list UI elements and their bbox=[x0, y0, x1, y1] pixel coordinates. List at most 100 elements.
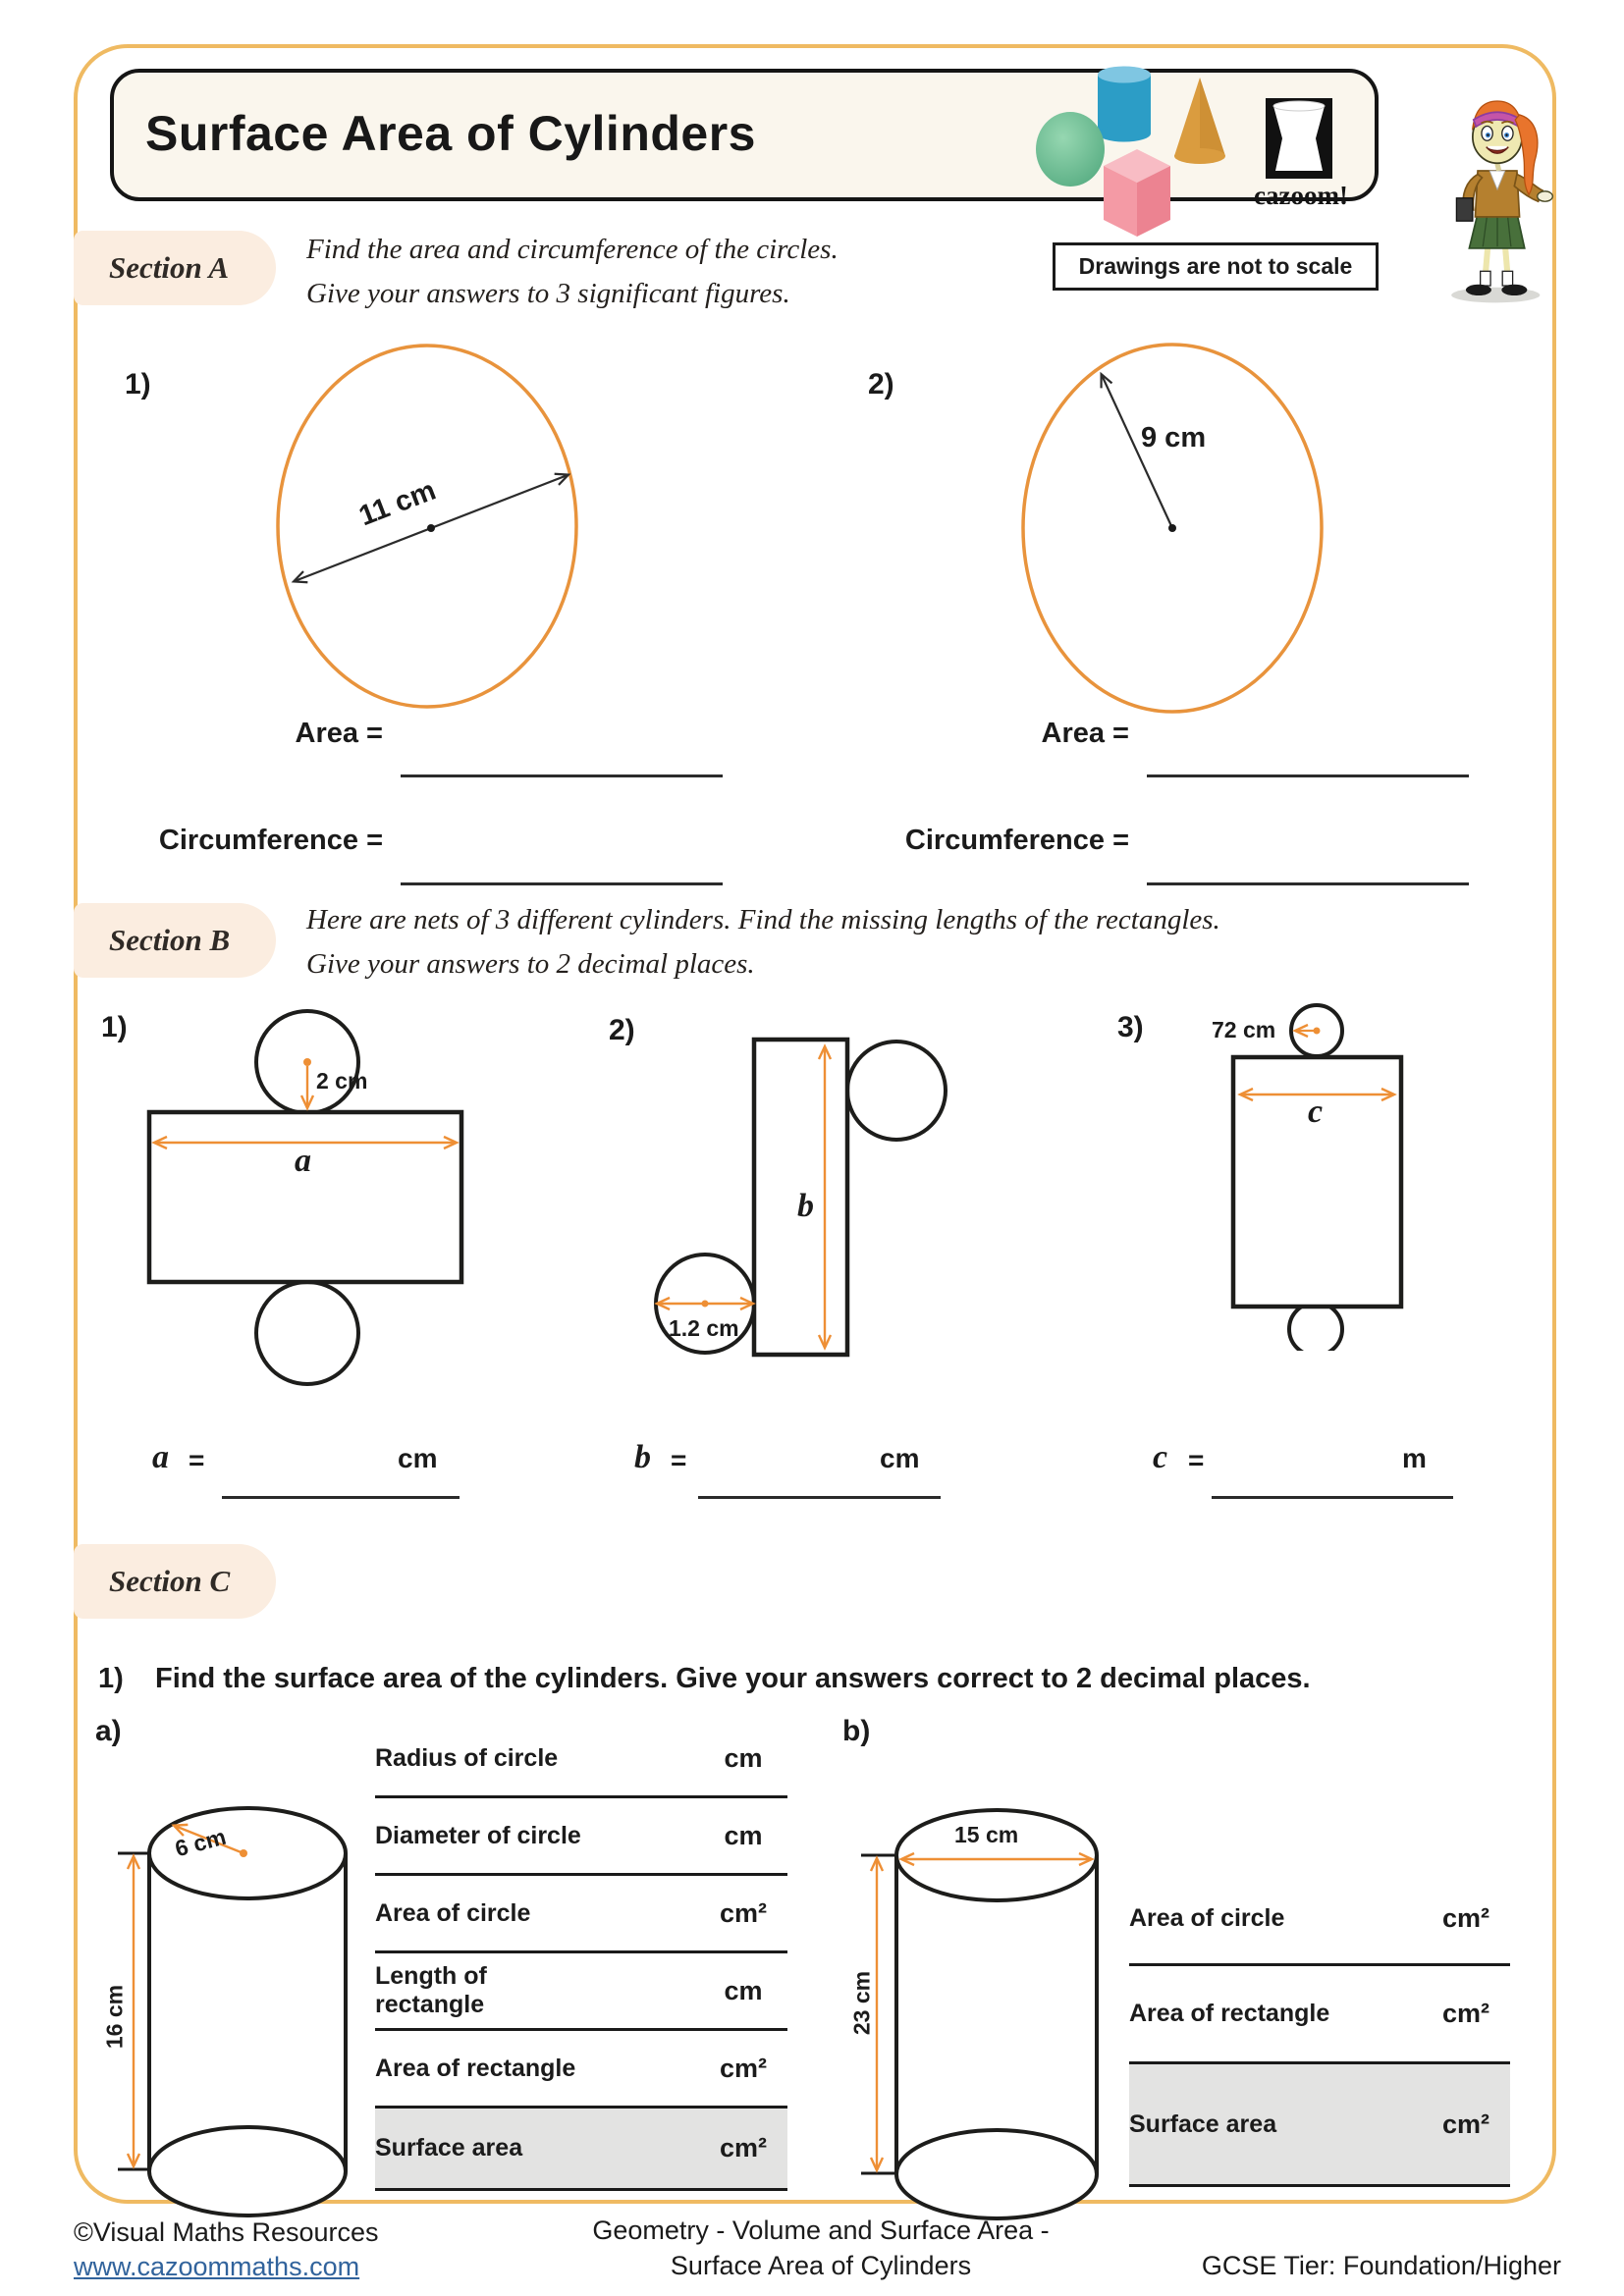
row-label: Area of rectangle bbox=[1129, 2000, 1330, 2027]
answer-a-blank bbox=[222, 1496, 460, 1499]
cylinder-a-height-label: 16 cm bbox=[101, 1984, 128, 2050]
answer-c-unit: m bbox=[1402, 1443, 1427, 1473]
net3-bottom-circle bbox=[1287, 1301, 1344, 1351]
page-title: Surface Area of Cylinders bbox=[145, 106, 756, 161]
net2-diameter-arrow bbox=[654, 1296, 756, 1311]
cylinder-b-diameter-label: 15 cm bbox=[954, 1822, 1019, 1847]
row-label: Length of rectangle bbox=[375, 1962, 487, 2018]
cone-3d-icon bbox=[1174, 78, 1225, 164]
cylinder-diagram-b bbox=[861, 1808, 1099, 2220]
net-diagram-1 bbox=[146, 1009, 464, 1386]
q1-area-label: Area = bbox=[295, 718, 383, 749]
section-a-instruction-1: Find the area and circumference of the c… bbox=[306, 234, 839, 265]
net3-radius-arrow bbox=[1292, 1023, 1321, 1039]
diameter-arrow bbox=[291, 472, 571, 584]
q1-area-blank bbox=[401, 774, 723, 777]
table-row: Area of circle cm² bbox=[1129, 1873, 1510, 1966]
net3-number: 3) bbox=[1117, 1011, 1144, 1043]
row-unit: cm bbox=[724, 1975, 763, 2005]
page-border bbox=[74, 44, 1556, 2204]
net2-diameter-label: 1.2 cm bbox=[669, 1315, 739, 1341]
row-label: Area of circle bbox=[1129, 1903, 1285, 1932]
row-unit: cm² bbox=[719, 2133, 767, 2163]
table-row: Length of rectangle cm bbox=[375, 1953, 787, 2031]
scale-note-box: Drawings are not to scale bbox=[1053, 242, 1379, 291]
section-a-instruction-2: Give your answers to 3 significant figur… bbox=[306, 278, 790, 309]
table-a: Radius of circle cm Diameter of circle c… bbox=[375, 1721, 787, 2191]
circle2-radius-label: 9 cm bbox=[1141, 422, 1207, 454]
answer-c-variable: c bbox=[1153, 1439, 1168, 1475]
q1-circumference-blank bbox=[401, 882, 723, 885]
answer-b-equals: = bbox=[671, 1445, 687, 1475]
q2-area-blank bbox=[1147, 774, 1469, 777]
c-q1-text: Find the surface area of the cylinders. … bbox=[155, 1663, 1311, 1694]
table-b: Area of circle cm² Area of rectangle cm²… bbox=[1129, 1873, 1510, 2187]
answer-b-variable: b bbox=[634, 1439, 651, 1475]
footer-copyright: ©Visual Maths Resources bbox=[74, 2217, 379, 2247]
net2-top-circle bbox=[845, 1040, 947, 1142]
logo-shapes bbox=[1036, 66, 1332, 237]
cazoom-logo-icon bbox=[1266, 98, 1332, 179]
footer-topic-line2: Surface Area of Cylinders bbox=[670, 2251, 972, 2280]
table-row-highlighted: Surface area cm² bbox=[1129, 2064, 1510, 2187]
answer-a-unit: cm bbox=[398, 1443, 438, 1473]
answer-a-variable: a bbox=[152, 1439, 169, 1475]
net3-diameter-label: 72 cm bbox=[1212, 1017, 1276, 1042]
table-row-highlighted: Surface area cm² bbox=[375, 2109, 787, 2191]
row-unit: cm² bbox=[1441, 1999, 1489, 2028]
row-unit: cm² bbox=[719, 2053, 767, 2083]
row-unit: cm² bbox=[1441, 2109, 1489, 2139]
c-q1-number: 1) bbox=[98, 1663, 124, 1694]
row-unit: cm bbox=[724, 1742, 763, 1773]
q2-area-label: Area = bbox=[1041, 718, 1129, 749]
net2-number: 2) bbox=[609, 1014, 635, 1046]
answer-a-equals: = bbox=[189, 1445, 205, 1475]
cylinder-b-height-label: 23 cm bbox=[848, 1970, 875, 2036]
net1-radius-label: 2 cm bbox=[316, 1068, 368, 1094]
net-diagram-2 bbox=[654, 1037, 947, 1358]
section-b-instruction-2: Give your answers to 2 decimal places. bbox=[306, 948, 755, 980]
answer-b-unit: cm bbox=[880, 1443, 920, 1473]
section-b-instruction-1: Here are nets of 3 different cylinders. … bbox=[306, 904, 1220, 935]
row-label: Area of circle bbox=[375, 1898, 531, 1927]
part-b-number: b) bbox=[842, 1715, 871, 1747]
circle-outline bbox=[1021, 343, 1324, 714]
circle-outline bbox=[276, 344, 578, 709]
part-a-number: a) bbox=[95, 1715, 122, 1747]
cylinder-a-bottom-ellipse bbox=[147, 2125, 348, 2217]
table-row: Radius of circle cm bbox=[375, 1721, 787, 1798]
row-label: Surface area bbox=[375, 2134, 523, 2162]
mascot-illustration bbox=[1451, 100, 1553, 303]
section-c-label: Section C bbox=[74, 1544, 276, 1619]
footer-website-link[interactable]: www.cazoommaths.com bbox=[74, 2252, 360, 2281]
net1-unknown-label: a bbox=[295, 1143, 311, 1179]
row-label: Diameter of circle bbox=[375, 1821, 581, 1849]
row-unit: cm bbox=[724, 1820, 763, 1850]
cylinder-a-radius-arrow bbox=[171, 1823, 247, 1857]
footer-topic-line1: Geometry - Volume and Surface Area - bbox=[592, 2216, 1050, 2245]
cylinder-3d-icon bbox=[1098, 66, 1151, 142]
net1-bottom-circle bbox=[254, 1280, 360, 1386]
cube-3d-icon bbox=[1104, 149, 1170, 237]
answer-c-equals: = bbox=[1188, 1445, 1205, 1475]
radius-arrow bbox=[1100, 371, 1176, 532]
row-label: Surface area bbox=[1129, 2109, 1277, 2138]
q1-circumference-label: Circumference = bbox=[158, 825, 383, 856]
q2-circumference-label: Circumference = bbox=[904, 825, 1129, 856]
row-unit: cm² bbox=[719, 1897, 767, 1928]
cylinder-b-height-arrow bbox=[861, 1853, 894, 2175]
net2-unknown-label: b bbox=[797, 1188, 814, 1224]
net1-rectangle bbox=[146, 1109, 464, 1285]
net1-number: 1) bbox=[101, 1011, 128, 1043]
section-a-label: Section A bbox=[74, 231, 276, 305]
question-a2-number: 2) bbox=[868, 368, 894, 400]
row-label: Radius of circle bbox=[375, 1743, 559, 1772]
scale-note-text: Drawings are not to scale bbox=[1078, 253, 1353, 279]
net3-unknown-label: c bbox=[1308, 1094, 1324, 1130]
question-a1-number: 1) bbox=[125, 368, 151, 400]
table-row: Area of circle cm² bbox=[375, 1876, 787, 1953]
circle-diagram-1 bbox=[276, 344, 578, 709]
row-label: Area of rectangle bbox=[375, 2054, 576, 2082]
circle-diagram-2 bbox=[1021, 343, 1324, 714]
q2-circumference-blank bbox=[1147, 882, 1469, 885]
